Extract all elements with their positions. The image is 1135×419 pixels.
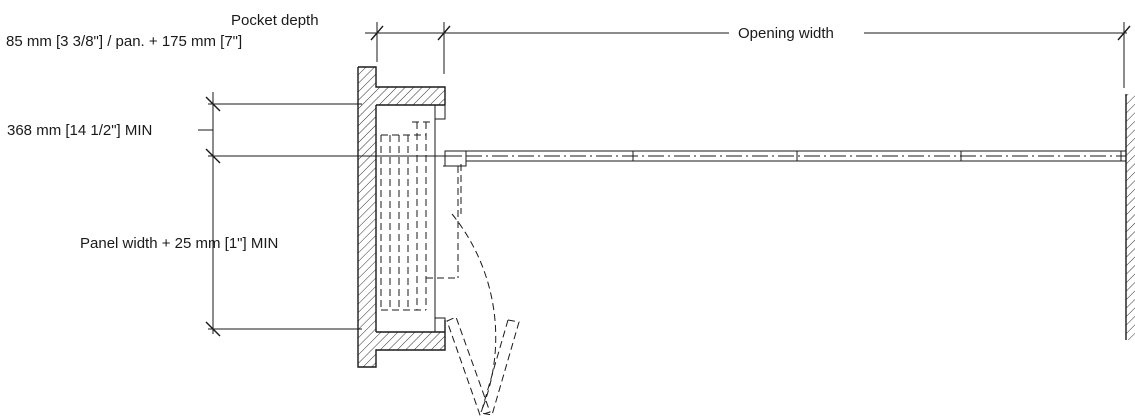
pocket-depth-value: 85 mm [3 3/8"] / pan. + 175 mm [7"] [6,33,242,50]
stacked-panels [380,121,459,311]
opening-width-label: Opening width [738,25,834,42]
right-wall [1125,94,1135,340]
panel-width-label: Panel width + 25 mm [1"] MIN [80,235,278,252]
left-dimension-line [198,92,462,337]
pocket-depth-title: Pocket depth [231,12,319,29]
sliding-panels-closed [444,150,1127,167]
pocket-wall [357,66,446,368]
stack-clearance-label: 368 mm [14 1/2"] MIN [7,122,152,139]
swing-panel [446,164,520,416]
top-dimension-line [365,22,1131,88]
